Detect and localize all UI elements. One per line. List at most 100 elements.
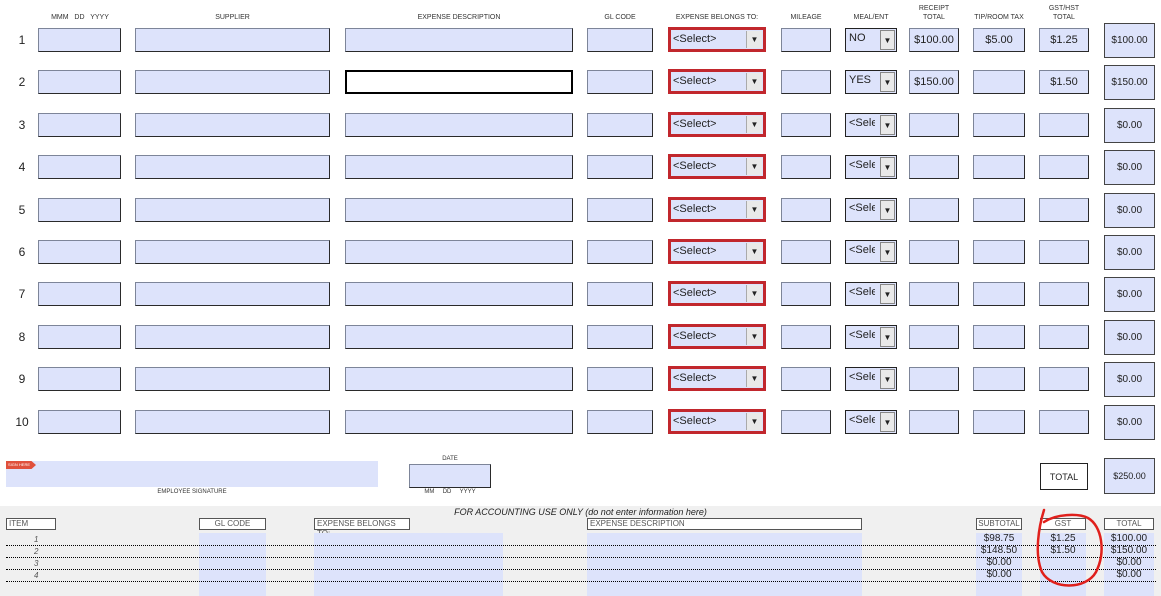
chevron-down-icon[interactable]: ▼	[746, 370, 762, 387]
supplier-field[interactable]	[135, 240, 330, 264]
belongs-to-select[interactable]: <Select>▼	[668, 112, 766, 137]
chevron-down-icon[interactable]: ▼	[880, 242, 895, 262]
tip-tax-field[interactable]	[973, 113, 1025, 137]
gst-hst-field[interactable]	[1039, 282, 1089, 306]
chevron-down-icon[interactable]: ▼	[746, 328, 762, 345]
meal-ent-select[interactable]: NO▼	[845, 28, 897, 52]
gl-code-field[interactable]	[587, 240, 653, 264]
supplier-field[interactable]	[135, 282, 330, 306]
gst-hst-field[interactable]	[1039, 240, 1089, 264]
tip-tax-field[interactable]	[973, 155, 1025, 179]
tip-tax-field[interactable]	[973, 198, 1025, 222]
belongs-to-select[interactable]: <Select>▼	[668, 366, 766, 391]
date-field[interactable]	[38, 410, 121, 434]
chevron-down-icon[interactable]: ▼	[746, 116, 762, 133]
date-field[interactable]	[38, 325, 121, 349]
tip-tax-field[interactable]	[973, 70, 1025, 94]
belongs-to-select[interactable]: <Select>▼	[668, 69, 766, 94]
gst-hst-field[interactable]	[1039, 410, 1089, 434]
tip-tax-field[interactable]: $5.00	[973, 28, 1025, 52]
date-field[interactable]	[38, 113, 121, 137]
belongs-to-select[interactable]: <Select>▼	[668, 324, 766, 349]
meal-ent-select[interactable]: YES▼	[845, 70, 897, 94]
description-field[interactable]	[345, 113, 573, 137]
supplier-field[interactable]	[135, 410, 330, 434]
supplier-field[interactable]	[135, 28, 330, 52]
date-field[interactable]	[38, 240, 121, 264]
gl-code-field[interactable]	[587, 367, 653, 391]
description-field[interactable]	[345, 325, 573, 349]
receipt-total-field[interactable]	[909, 410, 959, 434]
employee-signature-field[interactable]	[6, 461, 378, 487]
chevron-down-icon[interactable]: ▼	[880, 369, 895, 389]
chevron-down-icon[interactable]: ▼	[880, 284, 895, 304]
receipt-total-field[interactable]	[909, 198, 959, 222]
description-field[interactable]	[345, 28, 573, 52]
date-field[interactable]	[38, 367, 121, 391]
chevron-down-icon[interactable]: ▼	[880, 30, 895, 50]
mileage-field[interactable]	[781, 70, 831, 94]
supplier-field[interactable]	[135, 113, 330, 137]
receipt-total-field[interactable]: $150.00	[909, 70, 959, 94]
gst-hst-field[interactable]	[1039, 325, 1089, 349]
date-field[interactable]	[38, 155, 121, 179]
meal-ent-select[interactable]: <Select>▼	[845, 410, 897, 434]
gst-hst-field[interactable]: $1.25	[1039, 28, 1089, 52]
chevron-down-icon[interactable]: ▼	[880, 115, 895, 135]
gl-code-field[interactable]	[587, 198, 653, 222]
date-field[interactable]	[38, 198, 121, 222]
meal-ent-select[interactable]: <Select>▼	[845, 113, 897, 137]
meal-ent-select[interactable]: <Select>▼	[845, 367, 897, 391]
gst-hst-field[interactable]	[1039, 198, 1089, 222]
mileage-field[interactable]	[781, 367, 831, 391]
meal-ent-select[interactable]: <Select>▼	[845, 155, 897, 179]
supplier-field[interactable]	[135, 198, 330, 222]
chevron-down-icon[interactable]: ▼	[880, 157, 895, 177]
description-field[interactable]	[345, 367, 573, 391]
description-field[interactable]	[345, 410, 573, 434]
receipt-total-field[interactable]: $100.00	[909, 28, 959, 52]
chevron-down-icon[interactable]: ▼	[746, 31, 762, 48]
receipt-total-field[interactable]	[909, 325, 959, 349]
description-field[interactable]	[345, 155, 573, 179]
mileage-field[interactable]	[781, 325, 831, 349]
supplier-field[interactable]	[135, 70, 330, 94]
tip-tax-field[interactable]	[973, 282, 1025, 306]
receipt-total-field[interactable]	[909, 367, 959, 391]
meal-ent-select[interactable]: <Select>▼	[845, 282, 897, 306]
belongs-to-select[interactable]: <Select>▼	[668, 239, 766, 264]
gl-code-field[interactable]	[587, 282, 653, 306]
mileage-field[interactable]	[781, 155, 831, 179]
gst-hst-field[interactable]	[1039, 155, 1089, 179]
belongs-to-select[interactable]: <Select>▼	[668, 27, 766, 52]
tip-tax-field[interactable]	[973, 367, 1025, 391]
belongs-to-select[interactable]: <Select>▼	[668, 154, 766, 179]
date-field[interactable]	[38, 28, 121, 52]
receipt-total-field[interactable]	[909, 282, 959, 306]
meal-ent-select[interactable]: <Select>▼	[845, 198, 897, 222]
gl-code-field[interactable]	[587, 70, 653, 94]
gst-hst-field[interactable]: $1.50	[1039, 70, 1089, 94]
receipt-total-field[interactable]	[909, 155, 959, 179]
tip-tax-field[interactable]	[973, 325, 1025, 349]
receipt-total-field[interactable]	[909, 113, 959, 137]
mileage-field[interactable]	[781, 410, 831, 434]
description-field[interactable]	[345, 198, 573, 222]
chevron-down-icon[interactable]: ▼	[746, 201, 762, 218]
chevron-down-icon[interactable]: ▼	[746, 413, 762, 430]
description-field[interactable]	[345, 240, 573, 264]
gl-code-field[interactable]	[587, 155, 653, 179]
supplier-field[interactable]	[135, 325, 330, 349]
chevron-down-icon[interactable]: ▼	[880, 327, 895, 347]
belongs-to-select[interactable]: <Select>▼	[668, 197, 766, 222]
tip-tax-field[interactable]	[973, 240, 1025, 264]
chevron-down-icon[interactable]: ▼	[880, 72, 895, 92]
chevron-down-icon[interactable]: ▼	[880, 412, 895, 432]
receipt-total-field[interactable]	[909, 240, 959, 264]
gl-code-field[interactable]	[587, 28, 653, 52]
gl-code-field[interactable]	[587, 325, 653, 349]
belongs-to-select[interactable]: <Select>▼	[668, 409, 766, 434]
gl-code-field[interactable]	[587, 113, 653, 137]
chevron-down-icon[interactable]: ▼	[746, 158, 762, 175]
belongs-to-select[interactable]: <Select>▼	[668, 281, 766, 306]
